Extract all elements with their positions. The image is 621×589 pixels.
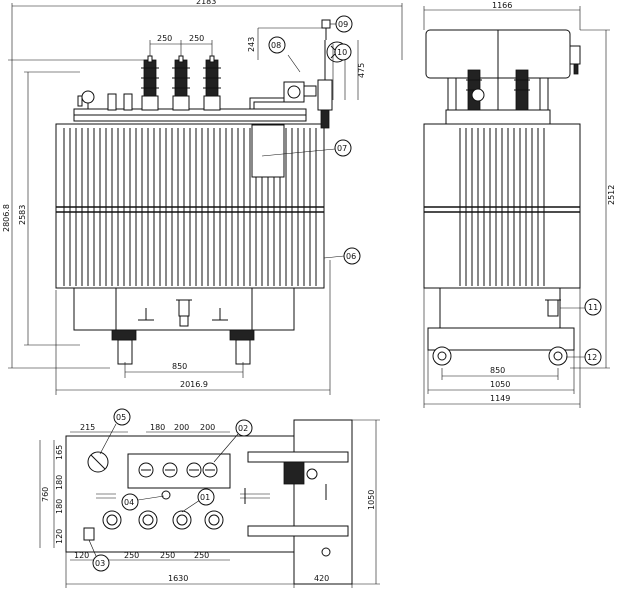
dim-plan-200b: 200: [200, 423, 215, 432]
dim-plan-180b: 180: [55, 475, 64, 490]
dim-bushing-pitch-2: 250: [189, 34, 204, 43]
dim-plan-1630: 1630: [168, 574, 188, 583]
callout-10: 10: [337, 48, 347, 57]
dim-front-wheel-gauge: 850: [172, 362, 187, 371]
callout-12: 12: [587, 353, 597, 362]
callout-02: 02: [238, 424, 248, 433]
callout-01: 01: [200, 493, 210, 502]
dim-front-overall-width: 2183: [196, 0, 216, 6]
dim-relay-offset: 475: [357, 63, 366, 78]
dim-plan-1050: 1050: [367, 490, 376, 510]
dim-plan-165: 165: [55, 445, 64, 460]
dim-front-base-width: 2016.9: [180, 380, 208, 389]
dim-body-height: 2583: [18, 205, 27, 225]
callout-04: 04: [124, 498, 134, 507]
dim-plan-420: 420: [314, 574, 329, 583]
dim-side-overall-width: 1149: [490, 394, 510, 403]
callout-06: 06: [346, 252, 356, 261]
dim-side-wheel-gauge: 850: [490, 366, 505, 375]
dim-plan-250c: 250: [194, 551, 209, 560]
dim-total-height: 2806.8: [2, 204, 11, 232]
dim-plan-180c: 180: [55, 499, 64, 514]
callout-11: 11: [588, 303, 598, 312]
callout-08: 08: [271, 41, 281, 50]
callout-05: 05: [116, 413, 126, 422]
dim-plan-760: 760: [41, 487, 50, 502]
callout-07: 07: [337, 144, 347, 153]
dim-plan-180a: 180: [150, 423, 165, 432]
dim-side-height: 2512: [607, 185, 616, 205]
dim-plan-120a: 120: [55, 529, 64, 544]
dim-plan-120b: 120: [74, 551, 89, 560]
dim-side-base-width: 1050: [490, 380, 510, 389]
radiator-fins: [63, 128, 317, 286]
dim-bushing-pitch-1: 250: [157, 34, 172, 43]
dim-conservator-height: 243: [247, 37, 256, 52]
side-radiator-fins: [459, 128, 545, 286]
dim-plan-250b: 250: [160, 551, 175, 560]
dim-plan-215: 215: [80, 423, 95, 432]
dim-plan-250a: 250: [124, 551, 139, 560]
side-view: 1166: [423, 1, 616, 408]
dim-plan-200a: 200: [174, 423, 189, 432]
dim-side-top-width: 1166: [492, 1, 512, 10]
front-view: 2183 250 250 243 475 2806.8 2583: [2, 0, 403, 395]
callout-09: 09: [338, 20, 348, 29]
callout-03: 03: [95, 559, 105, 568]
hv-bushings: [141, 55, 221, 111]
plan-view: 215 180 200 200 165 760 180 180 120 120 …: [39, 408, 380, 588]
